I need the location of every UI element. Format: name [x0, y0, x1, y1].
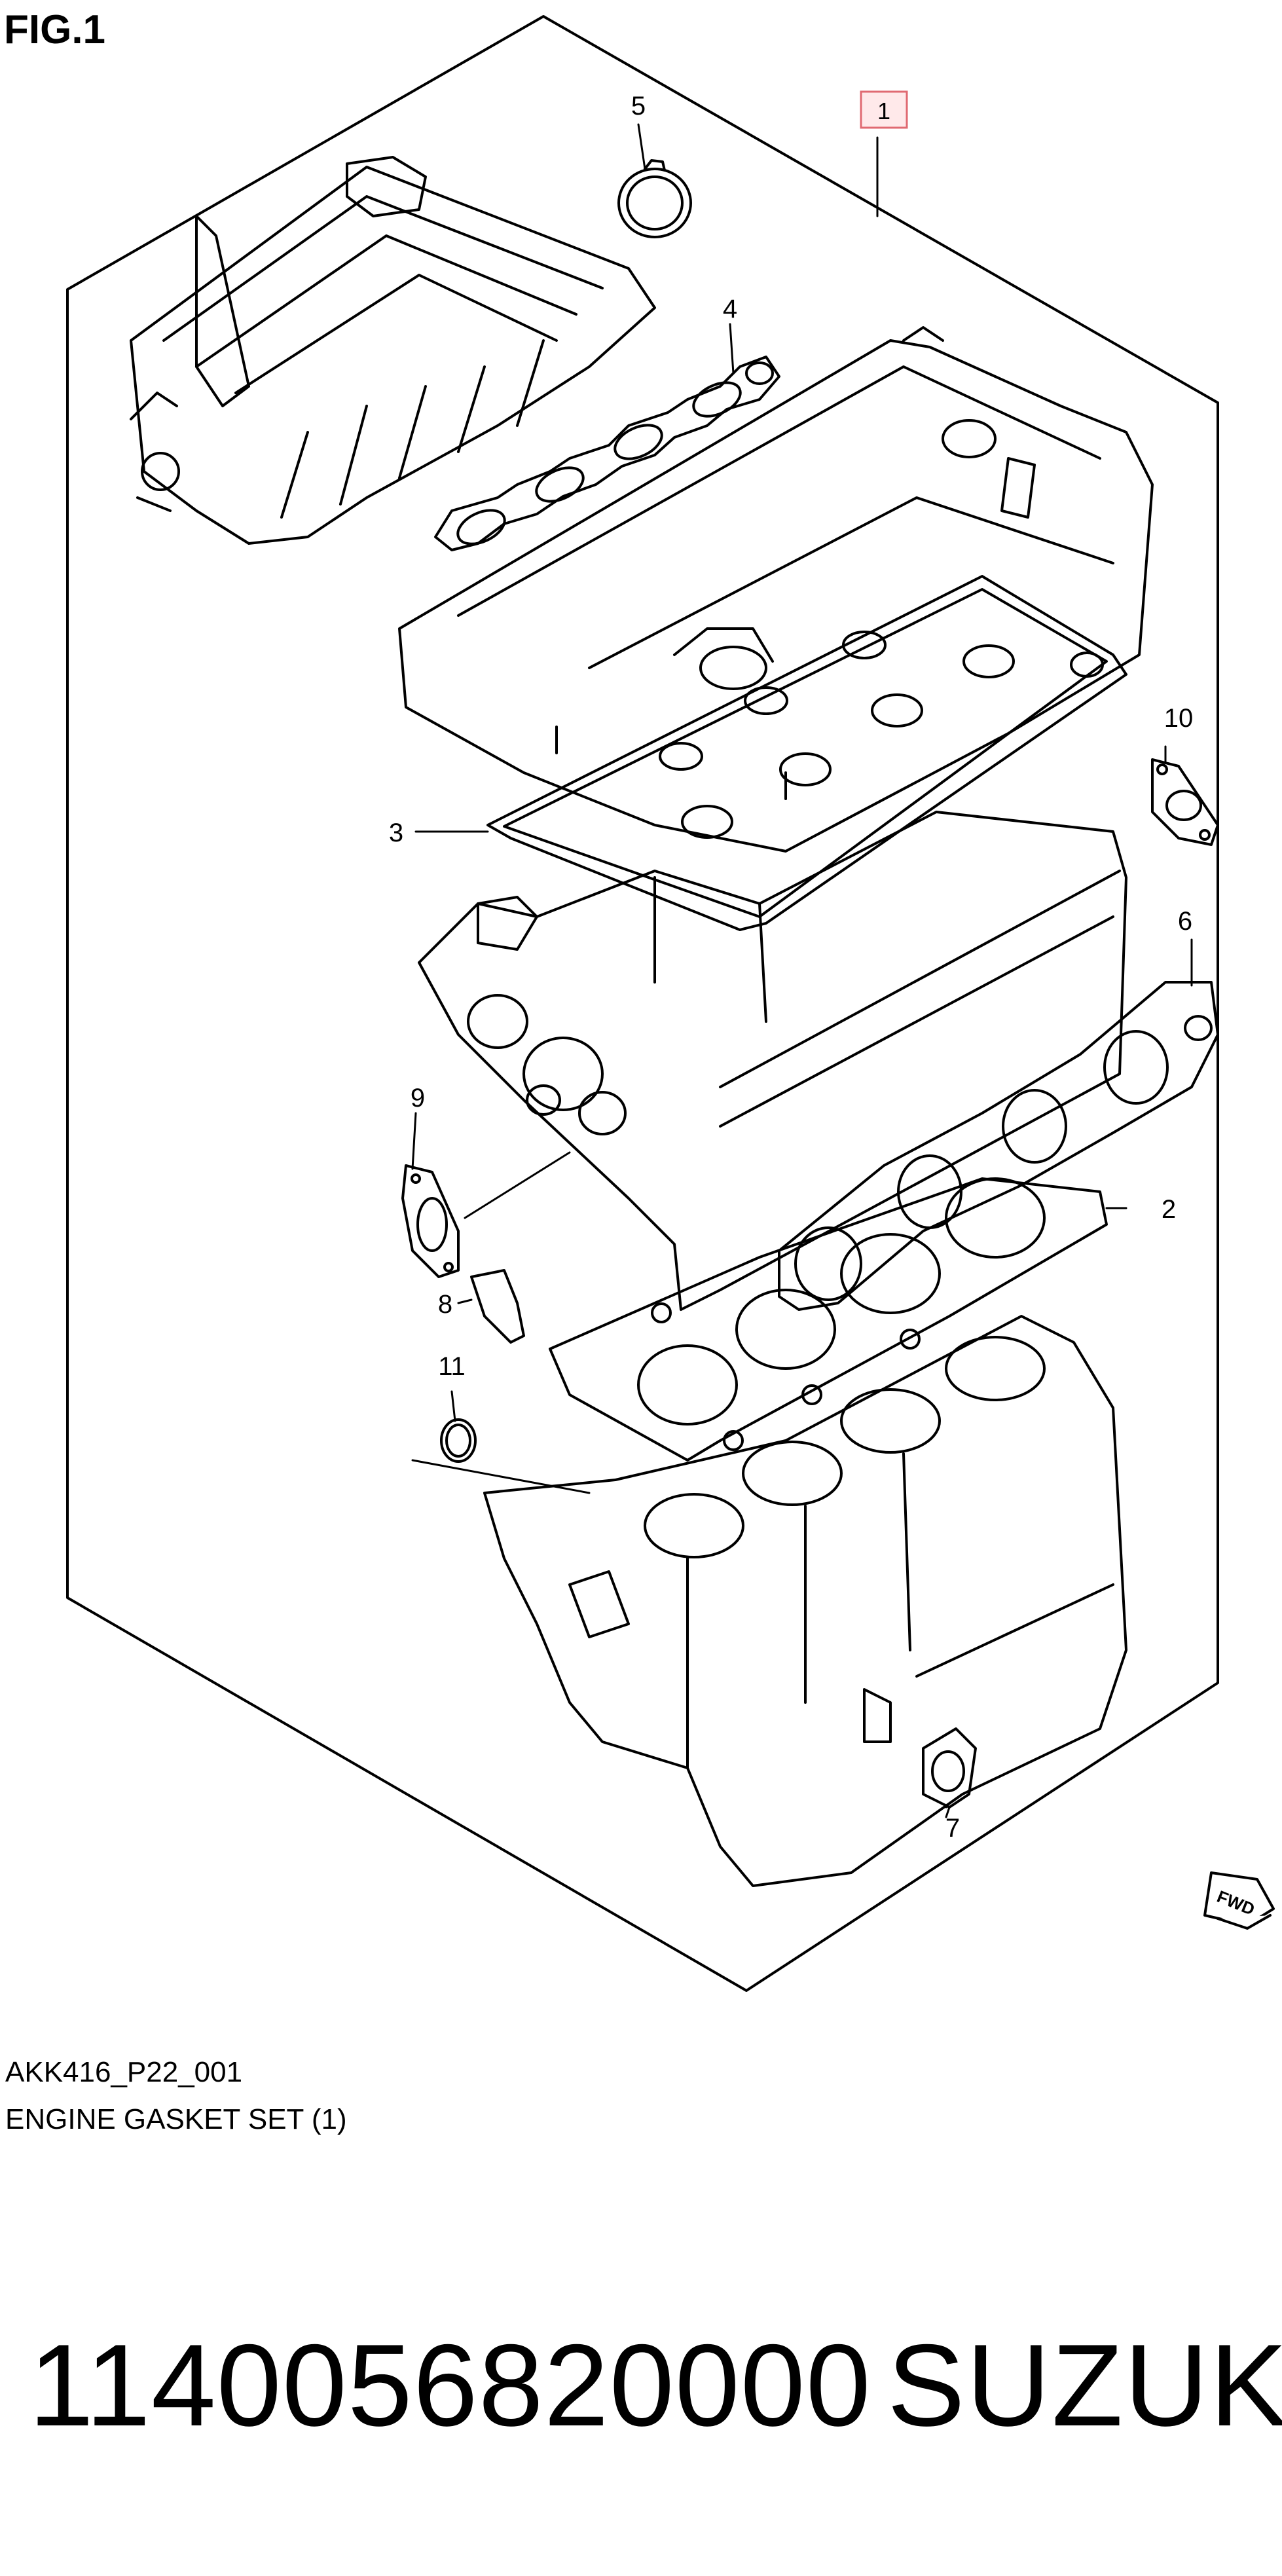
- fwd-arrow-icon: [1203, 1871, 1275, 1930]
- intake-manifold: [130, 156, 656, 545]
- callout-5: 5: [631, 92, 646, 120]
- cylinder-head: [418, 811, 1127, 1311]
- part-2-cylinder-head-gasket: [549, 1177, 1108, 1462]
- part-7-water-pump-gasket: [922, 1727, 977, 1809]
- callout-1: 1: [877, 98, 890, 124]
- callout-10: 10: [1164, 704, 1194, 733]
- callout-11: 11: [438, 1352, 466, 1381]
- callout-box-1: [860, 90, 908, 129]
- callout-8: 8: [438, 1290, 452, 1319]
- part-10-flange-gasket: [1151, 758, 1219, 846]
- part-8-small-gasket: [470, 1269, 525, 1344]
- part-4-intake-manifold-gasket: [434, 356, 780, 551]
- callout-4: 4: [723, 295, 737, 323]
- diagram-description: ENGINE GASKET SET (1): [5, 2103, 347, 2135]
- callout-leader-lines: [411, 123, 1193, 1818]
- cylinder-block: [483, 1315, 1127, 1887]
- set-boundary-frame: [66, 15, 1219, 1992]
- part-6-exhaust-manifold-gasket: [778, 981, 1219, 1311]
- callout-6: 6: [1178, 907, 1192, 936]
- callout-9: 9: [411, 1084, 425, 1113]
- cylinder-head-cover: [398, 326, 1154, 853]
- part-11-o-ring: [440, 1418, 477, 1463]
- callout-3: 3: [389, 819, 403, 847]
- part-number: 1140056820000: [29, 2320, 871, 2450]
- brand-name: SUZUKI: [887, 2320, 1282, 2450]
- diagram-code: AKK416_P22_001: [5, 2056, 243, 2088]
- callout-7: 7: [945, 1814, 960, 1843]
- part-3-head-cover-gasket: [486, 575, 1127, 931]
- part-9-water-outlet-gasket: [401, 1164, 460, 1278]
- callout-2: 2: [1162, 1195, 1176, 1224]
- part-5-throttle-body-gasket: [617, 159, 692, 238]
- figure-title: FIG.1: [4, 7, 106, 52]
